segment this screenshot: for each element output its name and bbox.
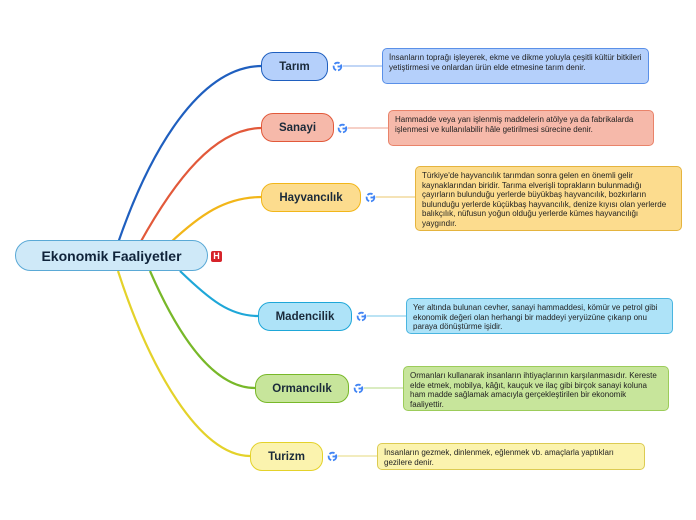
branch-sanayi[interactable]: Sanayi	[261, 113, 334, 142]
note-hayvancilik: Türkiye'de hayvancılık tarımdan sonra ge…	[415, 166, 682, 231]
google-icon[interactable]	[353, 383, 364, 394]
note-sanayi: Hammadde veya yarı işlenmiş maddelerin a…	[388, 110, 654, 146]
branch-turizm[interactable]: Turizm	[250, 442, 323, 471]
branch-label: Turizm	[268, 450, 305, 463]
root-node[interactable]: Ekonomik Faaliyetler	[15, 240, 208, 271]
link-tarim	[116, 64, 263, 244]
root-label: Ekonomik Faaliyetler	[41, 247, 182, 264]
note-turizm: İnsanların gezmek, dinlenmek, eğlenmek v…	[377, 443, 645, 470]
note-ormancilik: Ormanları kullanarak insanların ihtiyaçl…	[403, 366, 669, 411]
link-hayvancilik	[169, 195, 263, 244]
google-icon[interactable]	[327, 451, 338, 462]
branch-label: Ormancılık	[272, 382, 332, 395]
google-icon[interactable]	[337, 123, 348, 134]
link-sanayi	[139, 126, 263, 244]
h-badge-icon: H	[211, 251, 222, 262]
branch-label: Madencilik	[275, 310, 335, 323]
note-tarim: İnsanların toprağı işleyerek, ekme ve di…	[382, 48, 649, 84]
note-madencilik: Yer altında bulunan cevher, sanayi hamma…	[406, 298, 673, 334]
branch-madencilik[interactable]: Madencilik	[258, 302, 352, 331]
link-turizm	[116, 270, 251, 458]
link-madencilik	[179, 270, 259, 318]
branch-label: Tarım	[279, 60, 310, 73]
google-icon[interactable]	[365, 192, 376, 203]
google-icon[interactable]	[332, 61, 343, 72]
branch-hayvancilik[interactable]: Hayvancılık	[261, 183, 361, 212]
branch-label: Sanayi	[278, 121, 317, 134]
google-icon[interactable]	[356, 311, 367, 322]
link-ormancilik	[148, 270, 256, 390]
branch-label: Hayvancılık	[279, 191, 343, 204]
branch-tarim[interactable]: Tarım	[261, 52, 328, 81]
branch-ormancilik[interactable]: Ormancılık	[255, 374, 349, 403]
